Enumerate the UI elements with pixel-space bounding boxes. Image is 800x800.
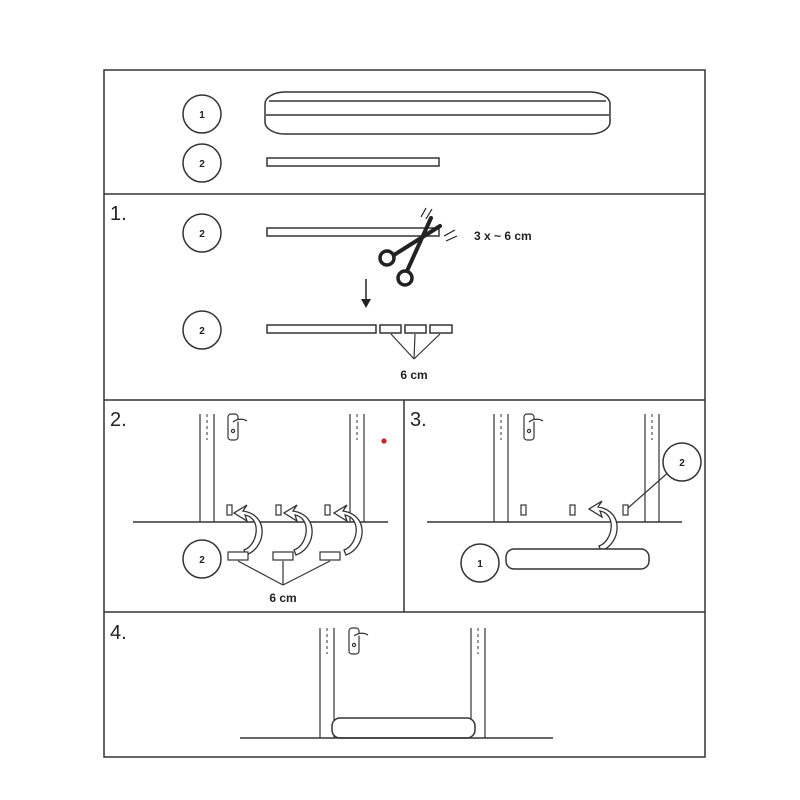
step-1-pieces-pointer <box>390 333 441 360</box>
step-2-strip-pieces <box>227 551 341 561</box>
step-1: 1. 2 3 x ~ 6 cm 2 <box>110 203 532 382</box>
step-4-installed-light-panel <box>331 717 476 739</box>
red-marker-dot <box>381 438 387 444</box>
step-3-frame-dashes <box>500 414 653 440</box>
step-3-fixing-pads <box>520 504 629 516</box>
parts-list: 1 2 <box>182 91 611 183</box>
cut-count-note: 3 x ~ 6 cm <box>474 229 532 243</box>
step-1-strip-cut <box>266 324 453 334</box>
step-1-strip-uncut <box>266 227 440 237</box>
step-2-door-frame-right <box>349 414 365 522</box>
step-4-label: 4. <box>110 622 127 644</box>
step-1-part-2-badge-top <box>182 213 222 253</box>
step-3-part-2-number: 2 <box>679 458 685 469</box>
step-2-piece-length: 6 cm <box>269 591 296 605</box>
step-4: 4. <box>110 622 553 739</box>
step-4-door-handle-icon <box>348 627 369 655</box>
step-2: 2. <box>110 409 388 605</box>
outer-frame <box>103 69 706 758</box>
step-1-part-2-number-bottom: 2 <box>199 326 205 337</box>
step-2-part-2-number: 2 <box>199 555 205 566</box>
step-2-door-handle-icon <box>227 413 248 441</box>
step-4-door-frame-left <box>319 628 335 738</box>
step-3-door-handle-icon <box>523 413 544 441</box>
step-1-part-2-badge-bottom <box>182 310 222 350</box>
step-1-part-2-number-top: 2 <box>199 229 205 240</box>
step-3-light-panel <box>505 548 650 570</box>
step-2-fixing-pads <box>226 504 331 516</box>
scissors-icon <box>378 207 458 287</box>
step-1-piece-length: 6 cm <box>400 368 427 382</box>
step-2-door-frame-left <box>199 414 215 522</box>
part-2-adhesive-strip <box>266 157 440 167</box>
step-2-part-2-badge <box>182 539 222 579</box>
part-1-badge <box>182 94 222 134</box>
step-1-label: 1. <box>110 203 127 225</box>
step-3-part-2-pointer <box>627 469 672 509</box>
step-3-label: 3. <box>410 409 427 431</box>
step-3-door-frame-left <box>493 414 509 522</box>
step-3: 3. 2 1 <box>410 409 702 583</box>
step-3-part-2-badge <box>662 442 702 482</box>
part-1-number: 1 <box>199 110 205 121</box>
part-1-light-panel <box>264 91 611 135</box>
step-2-frame-dashes <box>206 414 358 440</box>
step-3-door-frame-right <box>644 414 660 522</box>
step-3-part-1-number: 1 <box>477 559 483 570</box>
part-2-number: 2 <box>199 159 205 170</box>
step-2-label: 2. <box>110 409 127 431</box>
step-2-curved-arrow-icons <box>232 504 363 556</box>
step-4-frame-dashes <box>326 628 479 654</box>
step-2-pieces-pointer <box>237 560 331 586</box>
part-2-badge <box>182 143 222 183</box>
step-3-part-1-badge <box>460 543 500 583</box>
arrow-down-icon <box>361 279 371 308</box>
step-3-curved-arrow-icon <box>587 500 618 552</box>
